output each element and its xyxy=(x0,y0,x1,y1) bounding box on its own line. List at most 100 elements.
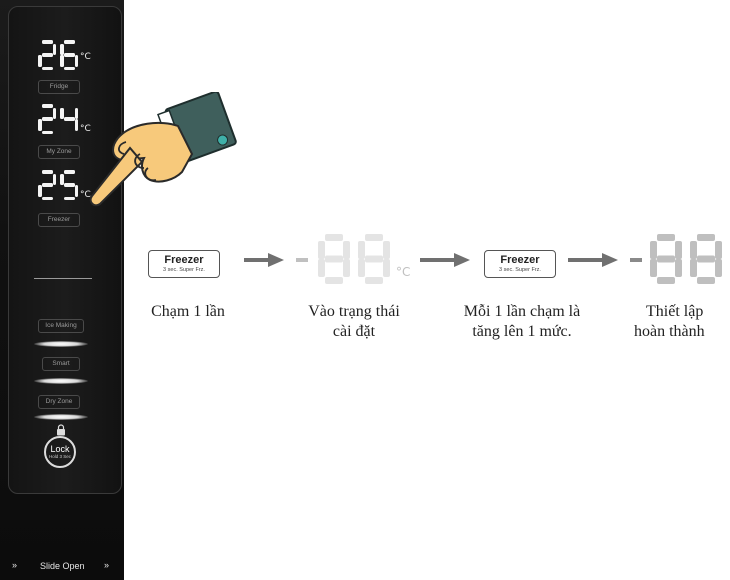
display-dash xyxy=(296,258,308,262)
display-segment xyxy=(383,241,390,259)
display-segment xyxy=(657,255,675,263)
display-segment xyxy=(650,259,657,277)
display-segment xyxy=(650,241,657,259)
digit-segment xyxy=(74,107,78,119)
digit-segment xyxy=(38,185,42,197)
freezer-button-label: Freezer xyxy=(500,254,540,266)
display-segment xyxy=(365,255,383,263)
digit-segment xyxy=(41,66,53,70)
display-unit: °C xyxy=(396,265,410,279)
display-digit-1 xyxy=(650,234,682,284)
display-segment xyxy=(697,277,715,284)
display-digit-2 xyxy=(690,234,722,284)
display-segment xyxy=(318,241,325,259)
digit-segment xyxy=(63,196,75,200)
display-segment xyxy=(365,234,383,241)
my-zone-button[interactable]: My Zone xyxy=(38,145,80,159)
dry-zone-button[interactable]: Dry Zone xyxy=(38,395,80,409)
step4-caption-line: Thiết lập xyxy=(646,303,704,320)
freezer-unit: °C xyxy=(80,190,91,200)
fridge-temperature-display: °C xyxy=(28,40,108,84)
freezer-button[interactable]: Freezer xyxy=(38,213,80,227)
digit-segment xyxy=(60,107,64,119)
display-digit-1 xyxy=(318,234,350,284)
freezer-button-diagram: Freezer 3 sec. Super Frz. xyxy=(148,250,220,278)
slide-open-bar[interactable]: » Slide Open » xyxy=(0,560,124,574)
control-panel: °C Fridge °C My Zone °C Freezer Ice Maki… xyxy=(0,0,124,580)
digit-segment xyxy=(63,40,75,44)
digit-segment xyxy=(63,117,75,121)
display-segment xyxy=(675,241,682,259)
digit-segment xyxy=(74,185,78,197)
panel-bezel xyxy=(8,6,122,494)
lock-sub-label: Hold 3 Sec xyxy=(48,454,71,459)
step4-caption: Thiết lập hoàn thành xyxy=(630,302,730,342)
step3-caption-line: tăng lên 1 mức. xyxy=(472,323,572,340)
digit-segment xyxy=(41,40,53,44)
arrow-right-icon xyxy=(244,253,284,267)
digit-segment xyxy=(41,53,53,57)
display-segment xyxy=(675,259,682,277)
display-segment xyxy=(383,259,390,277)
digit-segment xyxy=(63,183,75,187)
arrow-right-icon xyxy=(568,253,618,267)
step1-caption: Chạm 1 lần xyxy=(136,302,240,322)
digit-segment xyxy=(41,170,53,174)
digit-segment xyxy=(60,43,64,55)
digit-segment xyxy=(63,66,75,70)
display-segment xyxy=(715,259,722,277)
freezer-button-sub: 3 sec. Super Frz. xyxy=(499,267,541,273)
display-segment xyxy=(343,241,350,259)
lock-button[interactable]: Lock Hold 3 Sec xyxy=(44,436,76,468)
digit-segment xyxy=(41,183,53,187)
display-segment xyxy=(697,255,715,263)
display-segment xyxy=(343,259,350,277)
chevron-right-icon: » xyxy=(104,560,110,570)
digit-segment xyxy=(38,55,42,67)
digit-segment xyxy=(60,55,64,67)
lock-label: Lock xyxy=(50,444,70,454)
divider xyxy=(34,278,92,279)
fridge-button[interactable]: Fridge xyxy=(38,80,80,94)
step3-caption: Mỗi 1 lần chạm là tăng lên 1 mức. xyxy=(444,302,600,342)
freezer-button-diagram: Freezer 3 sec. Super Frz. xyxy=(484,250,556,278)
settings-display: °C xyxy=(296,234,410,284)
digit-segment xyxy=(41,104,53,108)
ice-making-indicator xyxy=(34,341,88,347)
display-segment xyxy=(325,277,343,284)
smart-indicator xyxy=(34,378,88,384)
arrow-right-icon xyxy=(420,253,470,267)
digit-segment xyxy=(74,119,78,131)
digit-segment xyxy=(74,55,78,67)
step2-caption-line: cài đặt xyxy=(332,323,376,340)
digit-segment xyxy=(41,196,53,200)
ice-making-button[interactable]: Ice Making xyxy=(38,319,84,333)
step2-caption-line: Vào trạng thái xyxy=(308,303,400,320)
freezer-button-label: Freezer xyxy=(164,254,204,266)
display-segment xyxy=(358,259,365,277)
smart-button[interactable]: Smart xyxy=(42,357,80,371)
display-segment xyxy=(697,234,715,241)
step4-caption-line: hoàn thành xyxy=(634,323,705,340)
digit-segment xyxy=(52,43,56,55)
digit-segment xyxy=(52,107,56,119)
display-dash xyxy=(630,258,642,262)
step1-caption-line: Chạm 1 lần xyxy=(151,303,225,320)
display-digit-2 xyxy=(358,234,390,284)
display-segment xyxy=(318,259,325,277)
digit-segment xyxy=(63,53,75,57)
my-zone-temperature-display: °C xyxy=(28,104,108,148)
digit-segment xyxy=(60,173,64,185)
freezer-temperature-display: °C xyxy=(28,170,108,214)
display-segment xyxy=(715,241,722,259)
digit-segment xyxy=(41,130,53,134)
fridge-unit: °C xyxy=(80,52,91,62)
chevron-right-icon: » xyxy=(12,560,18,570)
display-segment xyxy=(325,234,343,241)
display-segment xyxy=(690,241,697,259)
digit-segment xyxy=(38,119,42,131)
step2-caption: Vào trạng thái cài đặt xyxy=(292,302,416,342)
display-segment xyxy=(657,277,675,284)
freezer-button-sub: 3 sec. Super Frz. xyxy=(163,267,205,273)
dry-zone-indicator xyxy=(34,414,88,420)
